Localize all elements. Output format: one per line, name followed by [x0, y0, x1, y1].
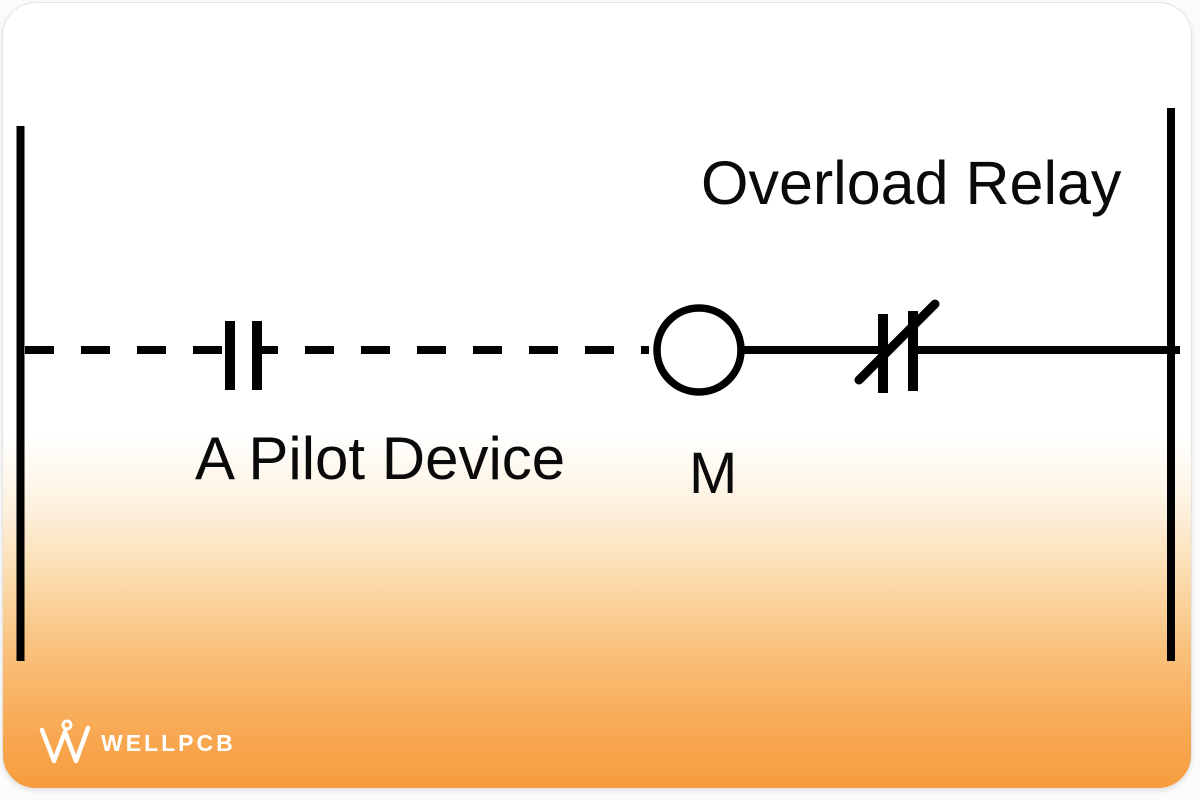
overload-relay-contact: [854, 299, 940, 393]
wellpcb-w-icon: [39, 719, 91, 764]
overload-relay-label: Overload Relay: [701, 149, 1122, 217]
overload-slash: [854, 299, 940, 385]
overload-right-bar: [908, 311, 918, 391]
pilot-device-contact: [225, 321, 262, 390]
wellpcb-logo: WELLPCB: [36, 715, 236, 771]
wellpcb-logo-text: WELLPCB: [101, 729, 236, 756]
motor-coil-circle: [653, 304, 745, 396]
contact-left-bar: [225, 321, 235, 390]
contact-gap: [236, 342, 252, 358]
contact-right-bar: [252, 321, 262, 390]
pilot-device-label: A Pilot Device: [195, 425, 566, 492]
slide-card: Overload Relay A Pilot Device M WELLPCB: [2, 2, 1192, 789]
coil-m-label: M: [689, 441, 738, 506]
ladder-diagram: [16, 108, 1180, 661]
